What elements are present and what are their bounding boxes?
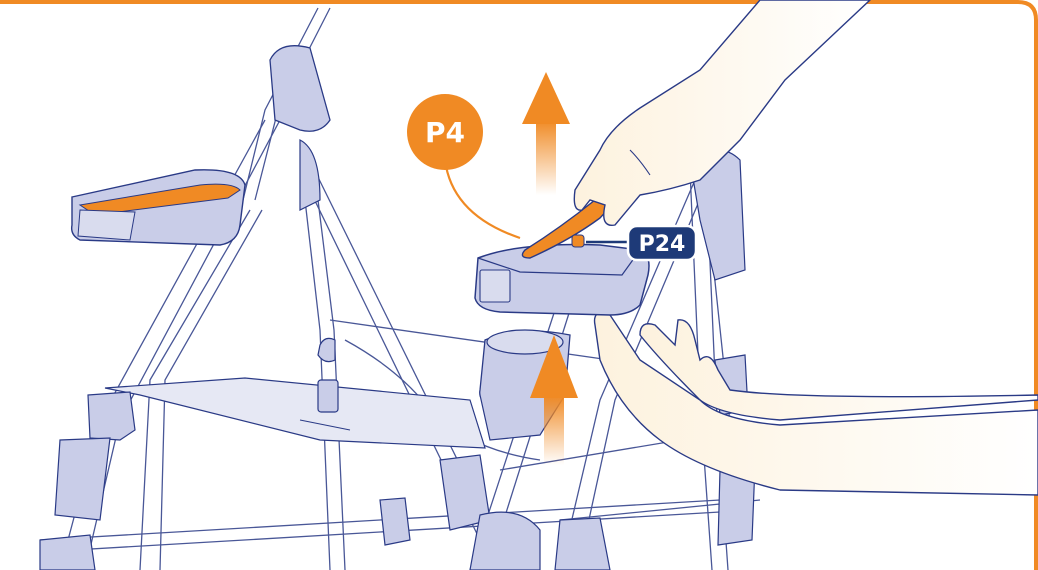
left-handle-cap — [270, 46, 330, 132]
seat-fabric — [105, 378, 485, 448]
left-armrest — [72, 170, 245, 245]
left-hinge-joints — [40, 338, 338, 570]
callout-p4: P4 — [407, 94, 520, 238]
stroller-frame — [40, 8, 760, 570]
callout-p4-label: P4 — [425, 116, 465, 149]
callout-p24-label: P24 — [639, 232, 686, 257]
lift-arrow — [522, 72, 570, 195]
right-armrest — [475, 245, 649, 315]
